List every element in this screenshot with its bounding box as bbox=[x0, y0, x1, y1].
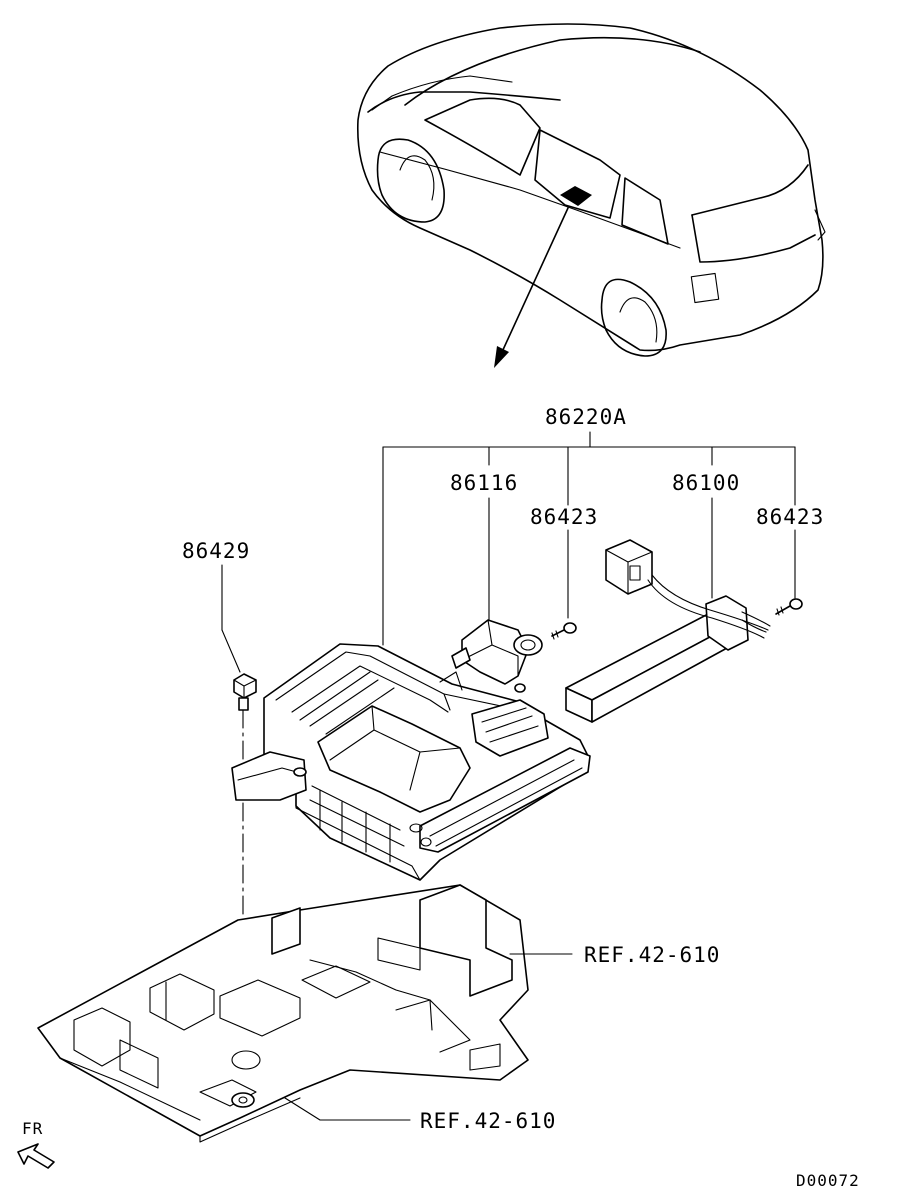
label-86429: 86429 bbox=[182, 539, 250, 563]
sensor-86116 bbox=[451, 619, 543, 693]
label-86100: 86100 bbox=[672, 471, 740, 495]
bolt-86429 bbox=[233, 673, 257, 711]
vehicle-outline bbox=[356, 23, 826, 368]
antenna-86100 bbox=[565, 539, 771, 723]
screw-86423-left bbox=[551, 622, 577, 640]
label-front: FR bbox=[22, 1119, 43, 1138]
label-ref-upper: REF.42-610 bbox=[584, 943, 720, 967]
pointer-arrow-icon bbox=[494, 346, 509, 368]
location-marker bbox=[560, 186, 592, 206]
label-86116: 86116 bbox=[450, 471, 518, 495]
floor-bracket bbox=[37, 884, 529, 1143]
label-86423-right: 86423 bbox=[756, 505, 824, 529]
screw-86423-right bbox=[775, 598, 803, 616]
front-arrow-icon bbox=[17, 1143, 55, 1169]
ref-lower-leader bbox=[284, 1097, 411, 1121]
control-unit-86220A bbox=[231, 643, 591, 881]
label-diagram-code: D00072 bbox=[796, 1171, 860, 1187]
label-86220A: 86220A bbox=[545, 405, 627, 429]
label-86423-left: 86423 bbox=[530, 505, 598, 529]
label-ref-lower: REF.42-610 bbox=[420, 1109, 556, 1133]
